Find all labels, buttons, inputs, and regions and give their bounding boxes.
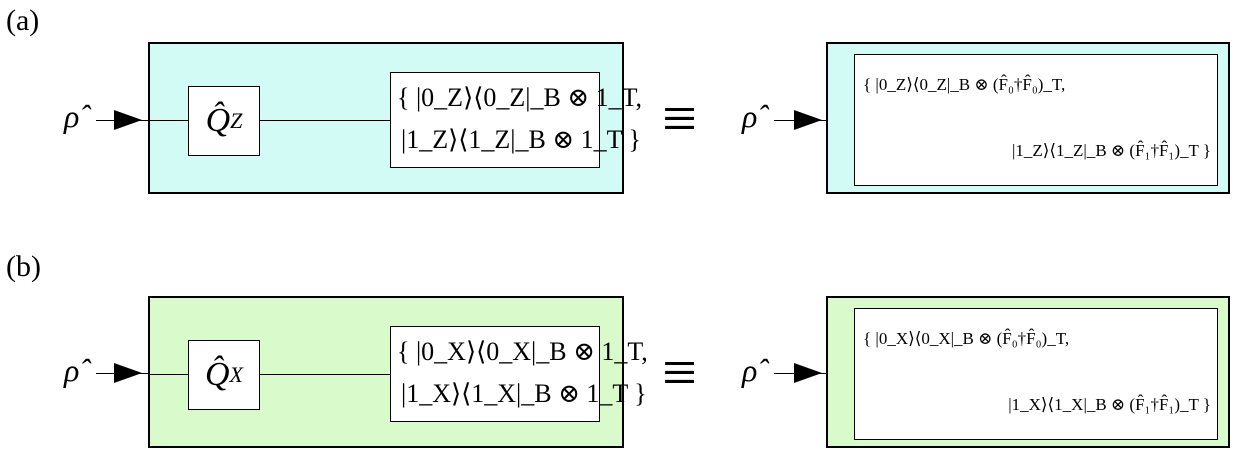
gate-subscript: X [229, 362, 243, 387]
panel-b-rhs-input-arrow [794, 363, 822, 383]
panel-b-input-arrow [114, 363, 142, 383]
panel-b-equivalent-box: { |0_X⟩⟨0_X|_B ⊗ (F̂₀†F̂₀)_T, |1_X⟩⟨1_X|… [826, 296, 1230, 448]
panel-a-label: (a) [6, 4, 40, 37]
panel-b-measurement-box: { |0_X⟩⟨0_X|_B ⊗ 1_T, |1_X⟩⟨1_X|_B ⊗ 1_T… [390, 326, 648, 422]
rhs-measurement-line-2: |1_X⟩⟨1_X|_B ⊗ (F̂₁†F̂₁)_T } [1008, 395, 1211, 414]
panel-a-equivalence-sign: ≡ [662, 85, 697, 153]
panel-a-rhs-input-arrow [794, 110, 822, 130]
measurement-line-1: { |0_Z⟩⟨0_Z|_B ⊗ 1_T, [397, 83, 643, 112]
panel-b-rhs-measurement-box: { |0_X⟩⟨0_X|_B ⊗ (F̂₀†F̂₀)_T, |1_X⟩⟨1_X|… [854, 308, 1218, 440]
panel-a-input-rho: ρ̂ [64, 98, 80, 134]
rhs-measurement-line-2: |1_Z⟩⟨1_Z|_B ⊗ (F̂₁†F̂₁)_T } [1012, 141, 1211, 160]
gate-symbol: Q̂ [204, 356, 230, 393]
panel-b-rhs-input-rho: ρ̂ [742, 352, 758, 388]
panel-b-inner-wire [150, 374, 390, 375]
panel-b-gate-qx: Q̂X [188, 340, 260, 410]
panel-a-measurement-box: { |0_Z⟩⟨0_Z|_B ⊗ 1_T, |1_Z⟩⟨1_Z|_B ⊗ 1_T… [390, 72, 642, 168]
measurement-line-2: |1_X⟩⟨1_X|_B ⊗ 1_T } [401, 379, 647, 408]
measurement-line-2: |1_Z⟩⟨1_Z|_B ⊗ 1_T } [401, 125, 641, 154]
gate-symbol: Q̂ [205, 102, 231, 139]
gate-subscript: Z [230, 108, 243, 133]
rhs-measurement-line-1: { |0_Z⟩⟨0_Z|_B ⊗ (F̂₀†F̂₀)_T, [863, 75, 1066, 94]
panel-a-circuit-box: Q̂Z { |0_Z⟩⟨0_Z|_B ⊗ 1_T, |1_Z⟩⟨1_Z|_B ⊗… [148, 42, 642, 194]
panel-a-inner-wire [150, 120, 390, 121]
panel-a-rhs-input-rho: ρ̂ [742, 98, 758, 134]
panel-b-label: (b) [6, 250, 41, 283]
panel-b-input-rho: ρ̂ [64, 352, 80, 388]
panel-a-input-arrow [114, 110, 142, 130]
measurement-line-1: { |0_X⟩⟨0_X|_B ⊗ 1_T, [397, 337, 648, 366]
panel-a-rhs-measurement-box: { |0_Z⟩⟨0_Z|_B ⊗ (F̂₀†F̂₀)_T, |1_Z⟩⟨1_Z|… [854, 54, 1218, 186]
panel-b-circuit-box: Q̂X { |0_X⟩⟨0_X|_B ⊗ 1_T, |1_X⟩⟨1_X|_B ⊗… [148, 296, 648, 448]
rhs-measurement-line-1: { |0_X⟩⟨0_X|_B ⊗ (F̂₀†F̂₀)_T, [863, 329, 1070, 348]
panel-a-gate-qz: Q̂Z [188, 86, 260, 156]
panel-a-equivalent-box: { |0_Z⟩⟨0_Z|_B ⊗ (F̂₀†F̂₀)_T, |1_Z⟩⟨1_Z|… [826, 42, 1230, 194]
panel-b-equivalence-sign: ≡ [662, 339, 697, 407]
